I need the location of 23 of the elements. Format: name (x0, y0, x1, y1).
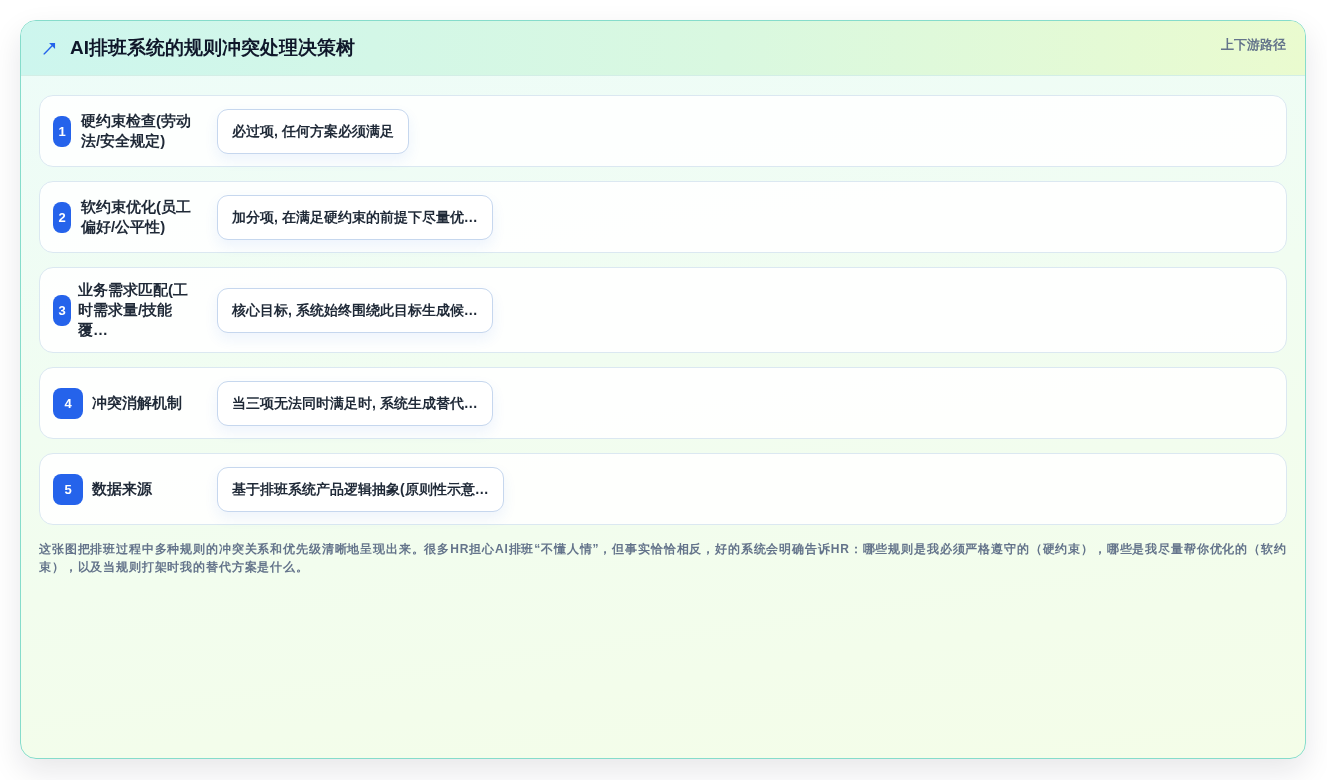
row-card (39, 453, 1287, 525)
row-card (39, 95, 1287, 167)
number-badge: 1 (53, 116, 71, 147)
note-pill: 基于排班系统产品逻辑抽象(原则性示意… (217, 467, 504, 512)
note-pill: 当三项无法同时满足时, 系统生成替代… (217, 381, 493, 426)
row-label: 数据来源 (92, 479, 152, 499)
number-badge: 3 (53, 295, 71, 326)
number-badge: 4 (53, 388, 83, 419)
row-card (39, 267, 1287, 353)
number-badge: 5 (53, 474, 83, 505)
note-pill: 必过项, 任何方案必须满足 (217, 109, 409, 154)
row-label: 业务需求匹配(工时需求量/技能覆… (78, 280, 189, 340)
row-card (39, 367, 1287, 439)
row-card (39, 181, 1287, 253)
header-label: 上下游路径 (1221, 36, 1286, 54)
row-label: 硬约束检查(劳动法/安全规定) (81, 111, 192, 151)
row-label: 冲突消解机制 (92, 393, 182, 413)
title: AI排班系统的规则冲突处理决策树 (70, 36, 355, 60)
number-badge: 2 (53, 202, 71, 233)
row-label: 软约束优化(员工偏好/公平性) (81, 197, 192, 237)
note-pill: 加分项, 在满足硬约束的前提下尽量优… (217, 195, 493, 240)
caption: 这张图把排班过程中多种规则的冲突关系和优先级清晰地呈现出来。很多HR担心AI排班“不懂人情”，但事实恰恰相反，好的系统会明确告诉HR：哪些规则是我必须严格遵守的（硬约束），哪些是我尽量帮你优化的（软约束），以及当规则打架时我的替代方案是什么。 (39, 541, 1287, 576)
note-pill: 核心目标, 系统始终围绕此目标生成候… (217, 288, 493, 333)
